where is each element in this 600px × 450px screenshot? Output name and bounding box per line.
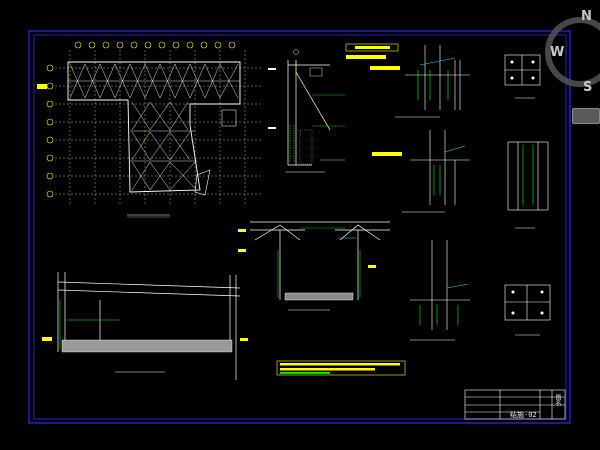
sheet-inner-frame: [33, 34, 567, 420]
connection-detail-middle[interactable]: [402, 130, 470, 213]
connection-detail-bottom[interactable]: [410, 240, 470, 341]
general-notes: [276, 360, 406, 376]
floor-plan-view[interactable]: [37, 41, 276, 218]
pit-section-detail[interactable]: [238, 221, 390, 311]
title-block[interactable]: [464, 389, 566, 420]
sheet-outer-frame: [28, 30, 571, 424]
base-plate-detail-2[interactable]: [507, 141, 549, 229]
connection-detail-top[interactable]: [395, 45, 470, 118]
compass-north[interactable]: N: [581, 9, 592, 24]
column-section-detail[interactable]: [285, 49, 345, 173]
sheet-number: 结施-02: [510, 411, 537, 419]
compass-west[interactable]: W: [550, 45, 565, 60]
base-plate-detail-3[interactable]: [504, 284, 551, 336]
title-block-label: 图名: [554, 394, 561, 406]
base-plate-detail-1[interactable]: [504, 54, 541, 99]
yellow-note-tags: [345, 43, 402, 156]
viewcube-home-button[interactable]: [572, 108, 600, 124]
compass-south[interactable]: S: [583, 80, 593, 95]
viewcube-navigator[interactable]: N W S: [538, 0, 600, 130]
compass-ring-icon: [545, 17, 600, 87]
long-section-detail[interactable]: [42, 272, 248, 380]
